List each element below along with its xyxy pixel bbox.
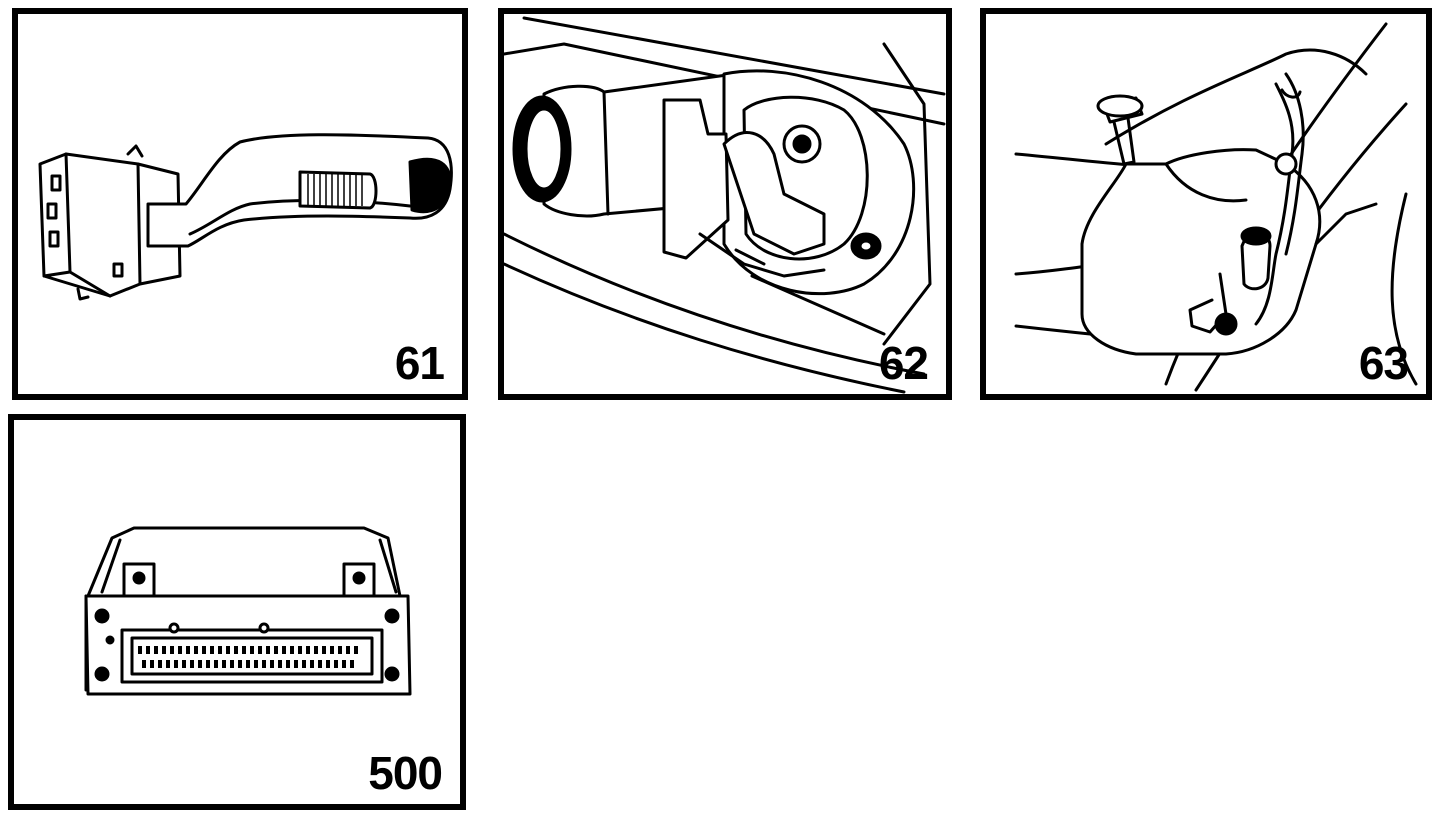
stalk-switch-illustration <box>38 133 453 301</box>
figure-panel-62: 62 <box>498 8 952 400</box>
wiper-motor-illustration <box>504 16 946 394</box>
figure-number: 62 <box>878 337 929 389</box>
figure-panel-63: 63 <box>980 8 1432 400</box>
figure-number: 61 <box>394 337 445 389</box>
figure-panel-61: 61 <box>12 8 468 400</box>
control-unit-illustration <box>84 526 412 696</box>
washer-reservoir-illustration <box>1014 22 1418 392</box>
figure-number: 63 <box>1358 337 1409 389</box>
figure-panel-500: 500 <box>8 414 466 810</box>
figure-number: 500 <box>368 747 443 799</box>
